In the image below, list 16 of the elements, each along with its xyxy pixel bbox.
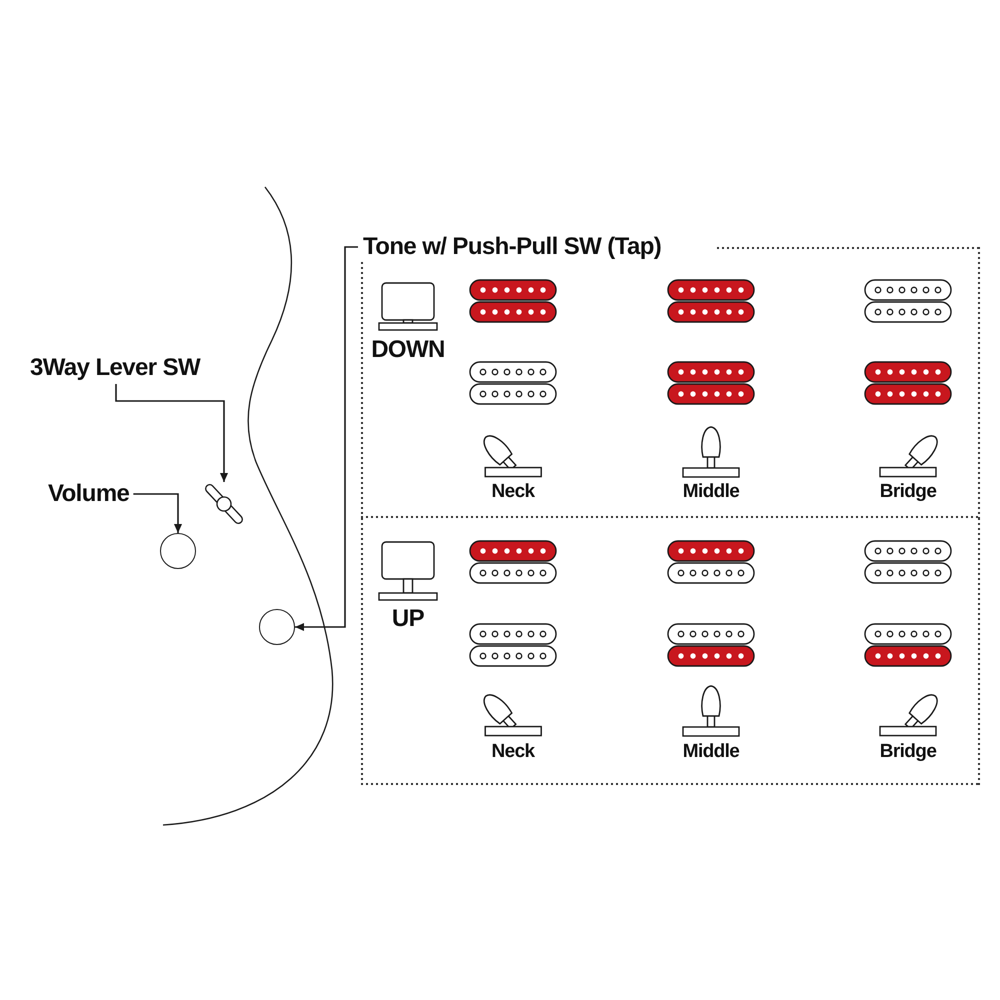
switch-position-label: Bridge	[880, 741, 936, 763]
part-label: Volume	[48, 480, 130, 508]
knob-circle	[160, 533, 196, 569]
leader-arrow	[115, 384, 228, 482]
part-label: 3Way Lever SW	[30, 354, 200, 382]
leader-arrow	[295, 246, 358, 632]
panel-heading: Tone w/ Push-Pull SW (Tap)	[363, 233, 662, 261]
switch-position-label: Neck	[491, 741, 535, 763]
leader-arrow	[133, 493, 182, 533]
knob-position-label: UP	[392, 605, 424, 633]
switch-position-label: Neck	[491, 481, 535, 503]
knob-position-label: DOWN	[371, 336, 445, 364]
switch-position-label: Middle	[682, 741, 740, 763]
switch-position-label: Middle	[682, 481, 740, 503]
knob-circle	[259, 609, 295, 645]
switch-position-label: Bridge	[880, 481, 936, 503]
